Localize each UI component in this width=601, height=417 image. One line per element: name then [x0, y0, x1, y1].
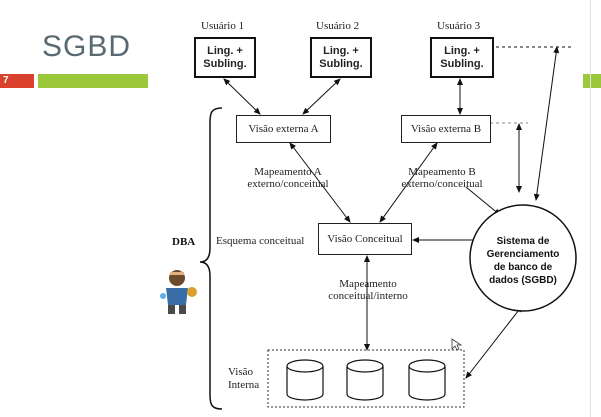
arrow-mapping-b-sgbd — [465, 186, 501, 216]
disk-icon — [346, 359, 384, 401]
user-1-label: Usuário 1 — [201, 20, 245, 32]
user-2-language-box: Ling. + Subling. — [310, 37, 372, 78]
mapping-b-label: Mapeamento B externo/conceitual — [401, 166, 483, 190]
arrow-user3-sgbd — [533, 46, 560, 201]
header-accent-bar — [38, 74, 148, 88]
disk-icon — [286, 359, 324, 401]
dba-brace — [199, 107, 223, 410]
user-3-label: Usuário 3 — [437, 20, 481, 32]
arrow-internal-sgbd — [465, 305, 523, 379]
slide-title: SGBD — [42, 30, 132, 63]
external-view-a: Visão externa A — [236, 115, 331, 143]
external-view-b: Visão externa B — [401, 115, 491, 143]
arrow-view-a-conceptual — [289, 142, 351, 223]
slide-right-border — [590, 0, 591, 417]
mapping-a-label: Mapeamento A externo/conceitual — [247, 166, 329, 190]
arrow-user2-view-a — [302, 78, 341, 115]
mapping-internal-label: Mapeamento conceitual/interno — [328, 278, 408, 302]
sgbd-circle — [469, 204, 577, 312]
internal-view-label: Visão Interna — [228, 366, 260, 391]
user-1-language-box: Ling. + Subling. — [194, 37, 256, 78]
dba-label: DBA — [172, 236, 196, 248]
internal-view-box — [267, 349, 465, 408]
arrow-user1-view-a — [223, 78, 261, 115]
arrow-view-b-conceptual — [379, 142, 438, 223]
user-3-language-box: Ling. + Subling. — [430, 37, 494, 78]
slide-number-badge: 7 — [0, 74, 34, 88]
disk-icon — [408, 359, 446, 401]
conceptual-schema-label: Esquema conceitual — [216, 235, 305, 247]
storage-disks — [286, 359, 446, 401]
sgbd-label: Sistema de Gerenciamento de banco de dad… — [486, 236, 560, 286]
cursor-icon — [451, 338, 463, 351]
dba-person-icon — [160, 270, 197, 314]
header-accent-bar-right — [583, 74, 601, 88]
user-2-label: Usuário 2 — [316, 20, 360, 32]
conceptual-view: Visão Conceitual — [318, 223, 412, 255]
